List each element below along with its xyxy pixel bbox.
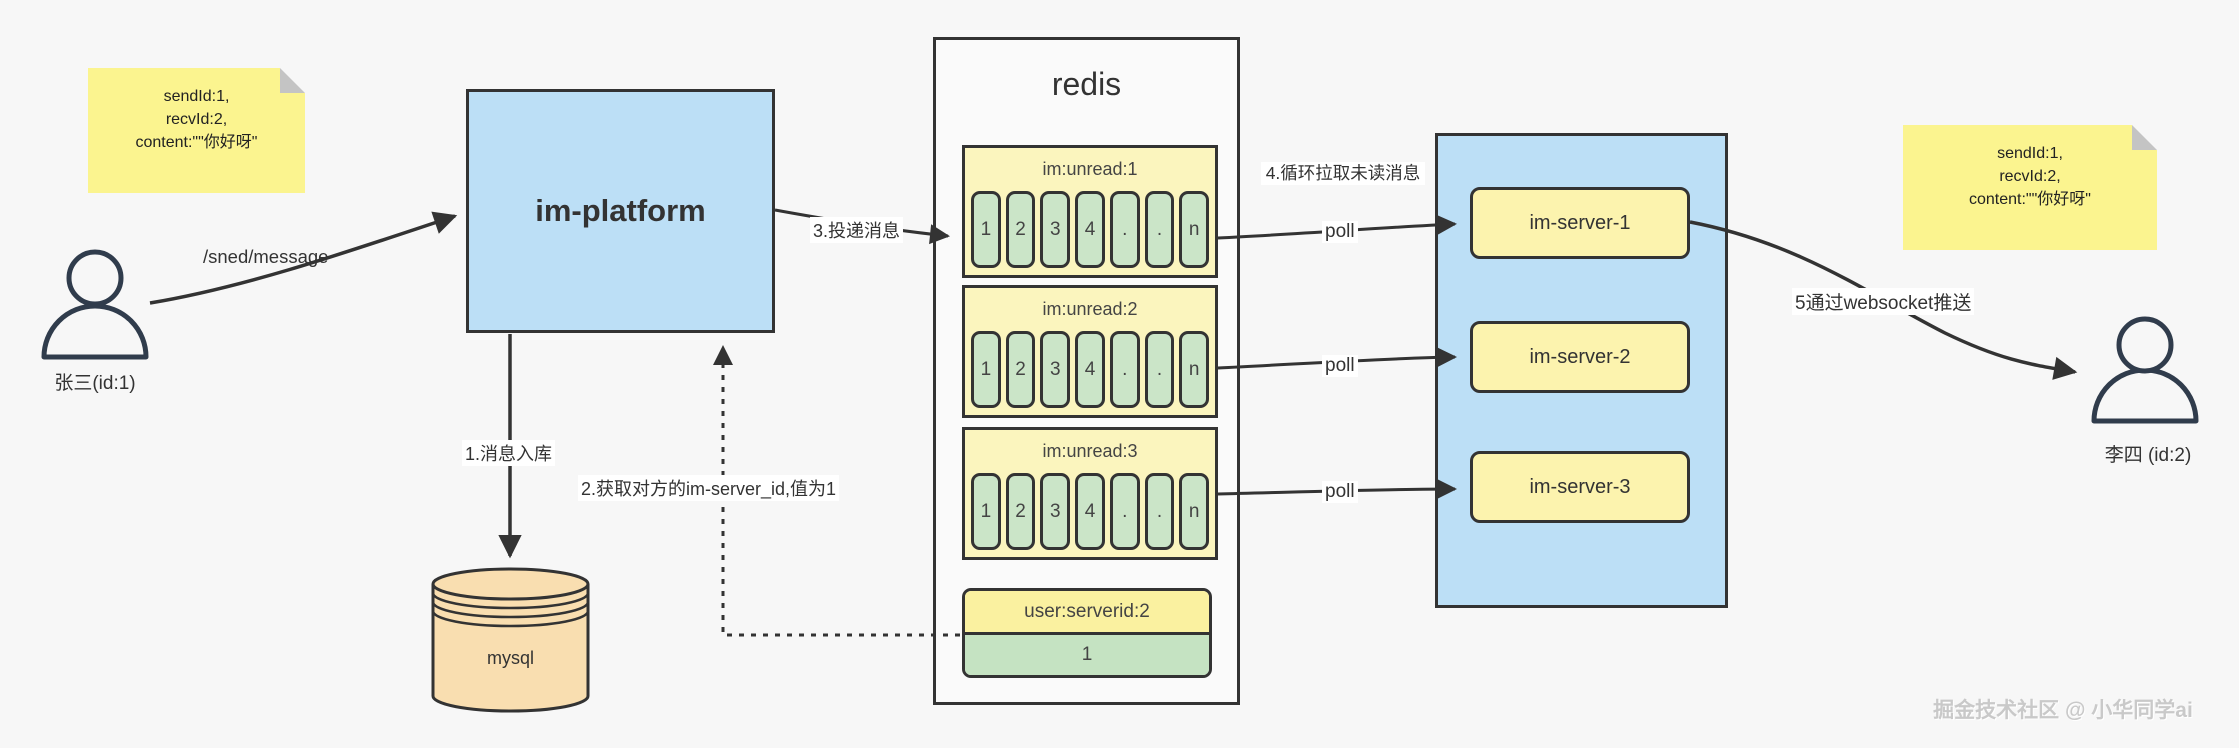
queue-header: im:unread:2 (1042, 299, 1138, 319)
edge-label-step5: 5通过websocket推送 (1792, 288, 1975, 315)
im-platform-label: im-platform (535, 193, 706, 228)
queue-cell: . (1144, 331, 1175, 408)
user-serverid-key: user:serverid:2 (965, 591, 1209, 635)
queue-cell: 2 (1005, 473, 1036, 550)
sticky-note-message-right: sendId:1, recvId:2, content:""你好呀" (1903, 125, 2157, 250)
queue-cell: . (1109, 473, 1140, 550)
note-line: content:""你好呀" (1969, 191, 2091, 209)
queue-cell: 3 (1040, 191, 1071, 268)
queue-cell: 1 (971, 473, 1001, 550)
edge-label-poll-1: poll (1322, 221, 1358, 243)
queue-im-unread-2: im:unread:2 1 2 3 4 . . n (962, 285, 1218, 418)
queue-cell: . (1144, 473, 1175, 550)
queue-im-unread-3: im:unread:3 1 2 3 4 . . n (962, 427, 1218, 560)
im-server-2-box: im-server-2 (1470, 321, 1690, 393)
note-line: recvId:2, (1999, 168, 2061, 186)
mysql-database-icon (431, 567, 590, 713)
user-icon-receiver (2091, 316, 2199, 424)
im-server-cluster: im-server-1 im-server-2 im-server-3 (1435, 133, 1728, 608)
watermark: 掘金技术社区 @ 小华同学ai (1933, 699, 2193, 722)
queue-cell: n (1179, 473, 1210, 550)
queue-cell: 2 (1005, 191, 1036, 268)
sticky-note-message-left: sendId:1, recvId:2, content:""你好呀" (88, 68, 305, 193)
queue-cell: n (1179, 191, 1210, 268)
queue-im-unread-1: im:unread:1 1 2 3 4 . . n (962, 145, 1218, 278)
edge-label-send-api: /sned/message (203, 246, 329, 267)
edge-label-step4: 4.循环拉取未读消息 (1261, 162, 1425, 185)
queue-header: im:unread:1 (1042, 159, 1138, 179)
note-text: sendId:1, recvId:2, content:""你好呀" (88, 68, 305, 155)
note-line: content:""你好呀" (135, 134, 258, 152)
queue-cell: 3 (1040, 331, 1071, 408)
queue-cell: . (1144, 191, 1175, 268)
queue-cell: . (1109, 191, 1140, 268)
queue-cells: 1 2 3 4 . . n (965, 191, 1215, 268)
queue-cell: . (1109, 331, 1140, 408)
receiver-label: 李四 (id:2) (2104, 445, 2192, 466)
queue-cells: 1 2 3 4 . . n (965, 473, 1215, 550)
queue-cell: 4 (1075, 473, 1105, 550)
user-serverid-value: 1 (965, 635, 1209, 675)
edge-label-poll-3: poll (1322, 481, 1358, 503)
note-text: sendId:1, recvId:2, content:""你好呀" (1903, 125, 2157, 212)
queue-header: im:unread:3 (1042, 441, 1138, 461)
queue-cell: 4 (1075, 331, 1105, 408)
queue-cells: 1 2 3 4 . . n (965, 331, 1215, 408)
redis-container: redis im:unread:1 1 2 3 4 . . n im:unrea… (933, 37, 1240, 705)
edge-label-poll-2: poll (1322, 355, 1358, 377)
mysql-label: mysql (486, 648, 534, 668)
edge-label-step2: 2.获取对方的im-server_id,值为1 (578, 475, 840, 501)
note-line: sendId:1, (1997, 145, 2063, 162)
user-icon-sender (41, 249, 149, 360)
edge-label-step1: 1.消息入库 (462, 440, 556, 466)
note-line: sendId:1, (163, 88, 230, 105)
queue-cell: 3 (1040, 473, 1071, 550)
queue-cell: 2 (1005, 331, 1036, 408)
user-serverid-box: user:serverid:2 1 (962, 588, 1212, 678)
queue-cell: 4 (1075, 191, 1105, 268)
edge-label-step3: 3.投递消息 (810, 217, 904, 243)
queue-cell: n (1179, 331, 1210, 408)
note-line: recvId:2, (165, 111, 228, 129)
queue-cell: 1 (971, 331, 1001, 408)
queue-cell: 1 (971, 191, 1001, 268)
sender-label: 张三(id:1) (54, 373, 136, 394)
im-platform-box: im-platform (466, 89, 775, 333)
redis-title: redis (1051, 66, 1122, 102)
im-server-1-box: im-server-1 (1470, 187, 1690, 259)
im-server-3-box: im-server-3 (1470, 451, 1690, 523)
